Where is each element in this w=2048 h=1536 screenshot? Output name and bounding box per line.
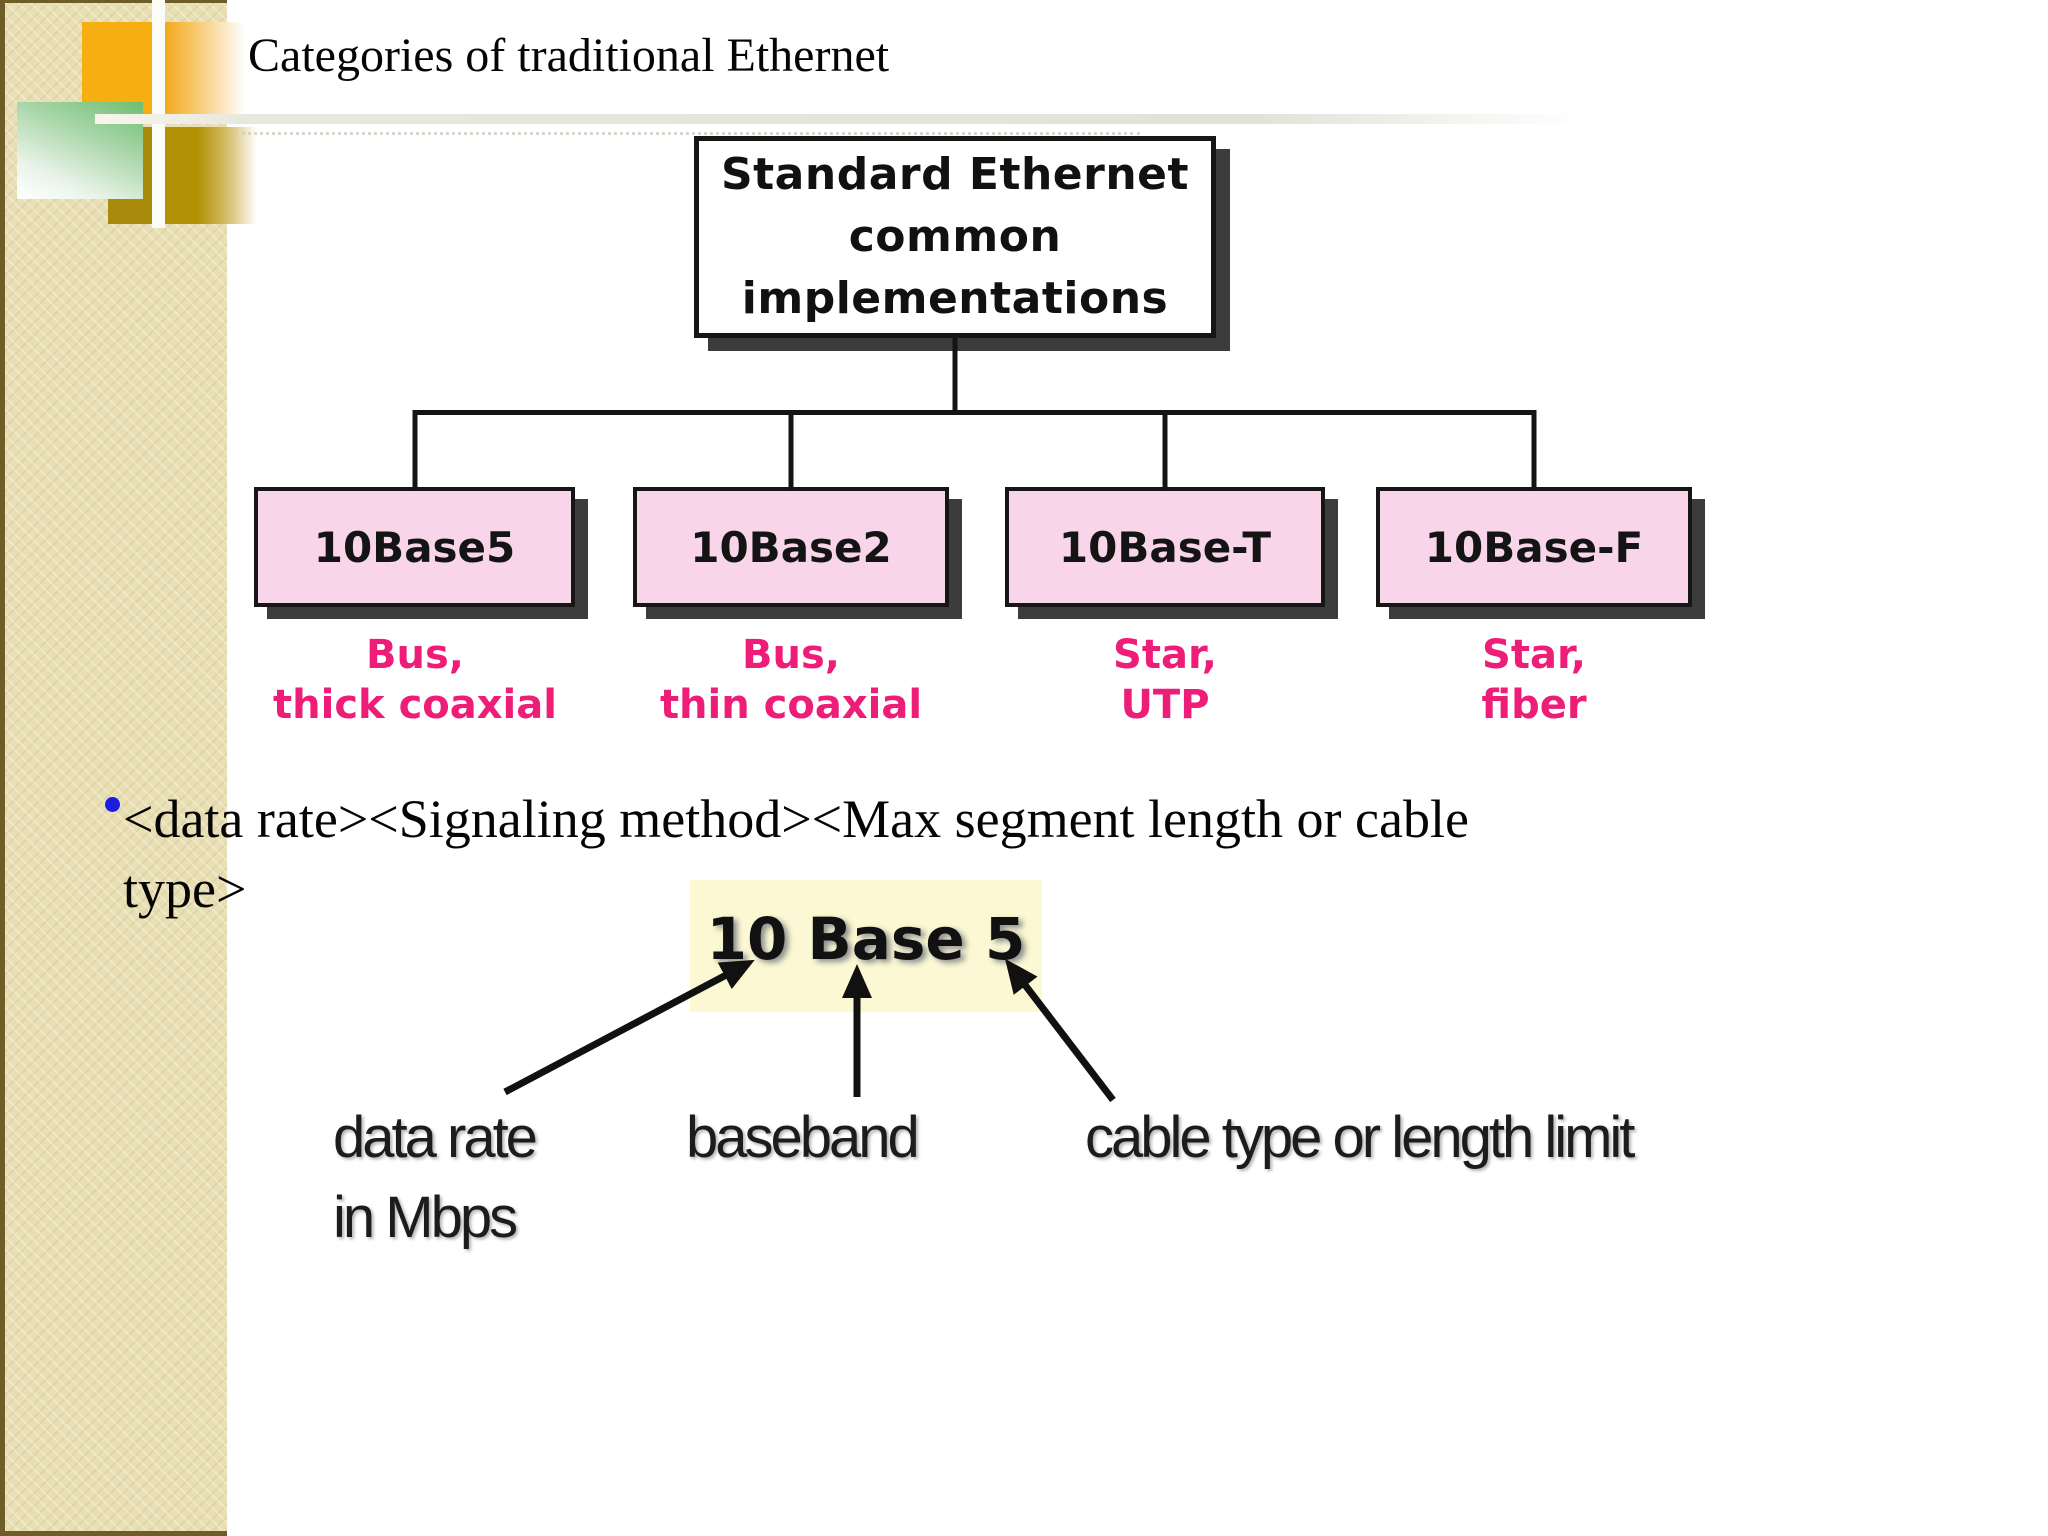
bullet-line2: type>	[123, 859, 247, 919]
topology-line: UTP	[1120, 682, 1210, 728]
orange-square-decoration	[82, 22, 153, 115]
bullet-paragraph: <data rate><Signaling method><Max segmen…	[123, 784, 1593, 924]
data-rate-label: data rate in Mbps	[333, 1098, 538, 1258]
topology-label-10base5: Bus, thick coaxial	[235, 630, 595, 730]
cable-type-label: cable type or length limit	[1085, 1105, 1635, 1170]
topology-label-10base-f: Star, fiber	[1354, 630, 1714, 730]
root-node-line1: Standard Ethernet	[720, 149, 1190, 200]
bullet-line1: <data rate><Signaling method><Max segmen…	[123, 789, 1469, 849]
topology-line: Star,	[1482, 632, 1586, 678]
topology-line: Bus,	[742, 632, 840, 678]
root-node-line2: common	[848, 211, 1062, 262]
gold-fade-square-decoration	[165, 127, 257, 224]
node-box-10base-t: 10Base-T	[1005, 487, 1325, 607]
title-dotted-line	[235, 132, 1140, 135]
topology-label-10base-t: Star, UTP	[985, 630, 1345, 730]
notation-example: 10 Base 5	[706, 905, 1026, 973]
topology-line: thin coaxial	[659, 682, 923, 728]
data-rate-line2: in Mbps	[333, 1185, 518, 1250]
topology-line: thick coaxial	[273, 682, 557, 728]
topology-label-10base2: Bus, thin coaxial	[611, 630, 971, 730]
data-rate-line1: data rate	[333, 1105, 538, 1170]
orange-fade-square-decoration	[165, 22, 245, 115]
topology-line: fiber	[1481, 682, 1587, 728]
node-box-10base-f: 10Base-F	[1376, 487, 1692, 607]
title-underline	[95, 114, 1585, 124]
root-node-box: Standard Ethernet common implementations	[694, 136, 1216, 338]
node-box-10base2: 10Base2	[633, 487, 949, 607]
topology-line: Bus,	[366, 632, 464, 678]
node-box-10base5: 10Base5	[254, 487, 575, 607]
topology-line: Star,	[1113, 632, 1217, 678]
slide-title: Categories of traditional Ethernet	[248, 29, 890, 82]
baseband-label: baseband	[686, 1105, 920, 1170]
sidebar-decoration	[0, 0, 227, 1536]
root-node-line3: implementations	[741, 273, 1169, 324]
tree-connector-lines	[412, 338, 1537, 490]
bullet-icon	[105, 797, 120, 812]
